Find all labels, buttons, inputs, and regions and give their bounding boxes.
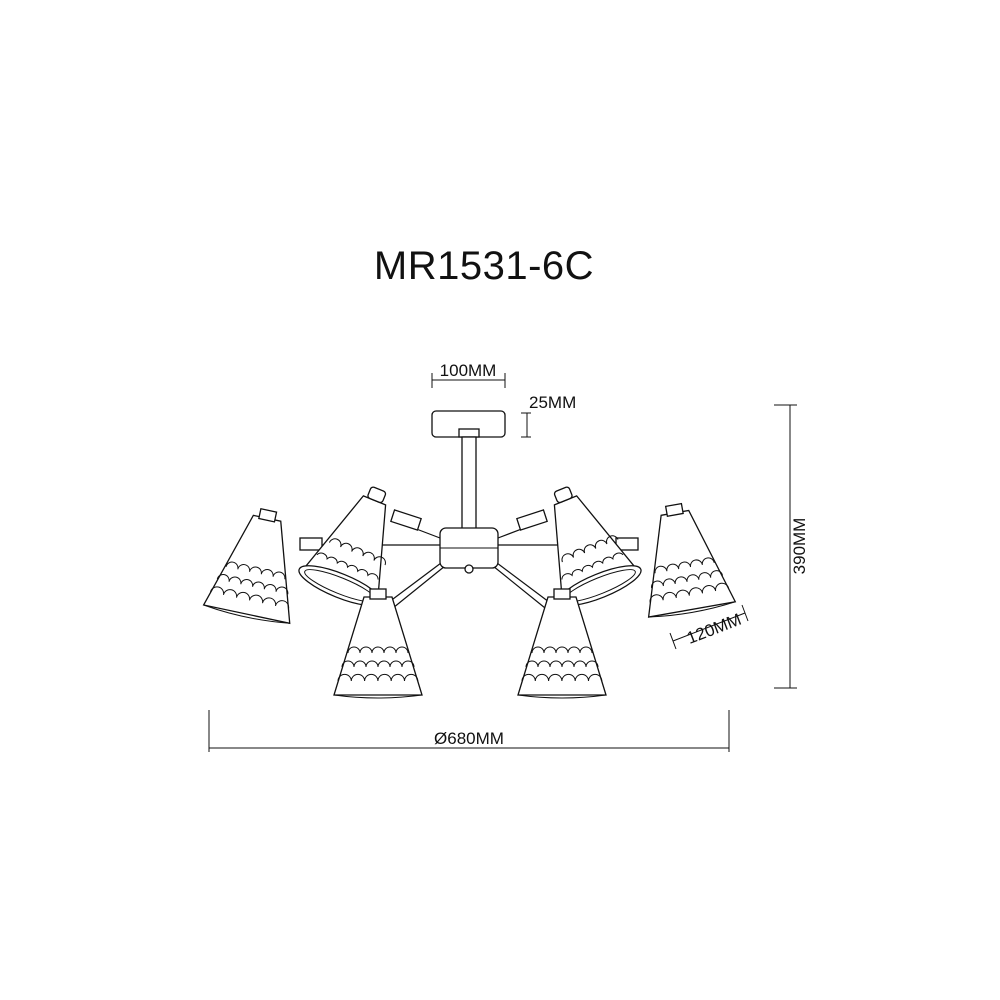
shade-lower-left xyxy=(333,588,423,699)
model-title: MR1531-6C xyxy=(373,244,595,288)
dim-shade-size-label: 120MM xyxy=(684,610,744,648)
canopy xyxy=(431,410,506,530)
dim-canopy-height: 25MM xyxy=(521,393,576,438)
dim-total-height-label: 390MM xyxy=(790,518,809,575)
shade-lower-right xyxy=(517,588,607,699)
dim-canopy-height-label: 25MM xyxy=(529,393,576,412)
dim-diameter: Ø680MM xyxy=(208,710,730,752)
shade-outer-right xyxy=(629,496,737,621)
dim-canopy-width-label: 100MM xyxy=(440,361,497,380)
dim-total-height: 390MM xyxy=(774,404,809,689)
shade-outer-left xyxy=(202,500,313,627)
dim-diameter-label: Ø680MM xyxy=(434,729,504,748)
central-hub xyxy=(439,527,499,574)
dim-canopy-width: 100MM xyxy=(431,361,506,388)
